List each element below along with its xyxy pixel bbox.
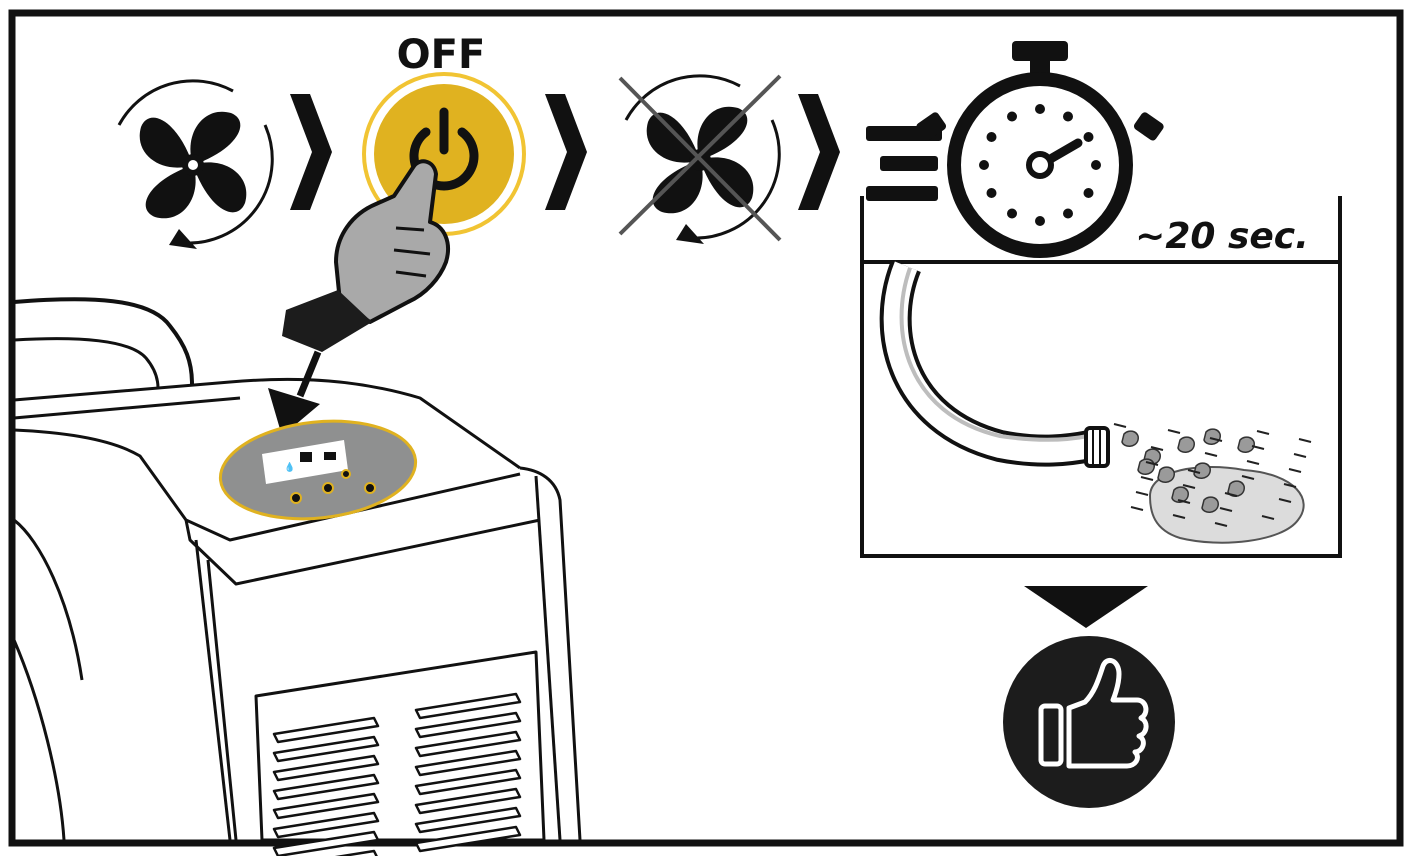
vent-slat — [272, 811, 380, 839]
vent-slat — [272, 754, 380, 782]
vent-slat — [414, 806, 522, 834]
vent-slat — [414, 825, 522, 853]
water-streak — [1209, 437, 1223, 442]
thumbs-up-icon — [1003, 636, 1175, 808]
water-drop — [1157, 466, 1175, 483]
dial-dot — [1007, 111, 1017, 122]
step-arrow-3 — [798, 94, 840, 210]
vent-slat — [414, 749, 522, 777]
water-streak — [1130, 506, 1144, 511]
water-drop — [1237, 436, 1255, 453]
water-spray — [1113, 423, 1312, 527]
rotating-fan-icon — [117, 79, 274, 249]
stopwatch-dial — [979, 104, 1101, 226]
vent-slat — [414, 787, 522, 815]
vent-slat — [414, 711, 522, 739]
water-drop — [1193, 462, 1211, 479]
vent-slat — [272, 830, 380, 856]
water-streak — [1140, 476, 1154, 481]
dial-dot — [979, 160, 989, 170]
dial-dot — [1083, 188, 1094, 198]
vent-slat — [414, 768, 522, 796]
dial-dot — [1083, 132, 1094, 142]
dial-dot — [986, 188, 997, 198]
water-streak — [1219, 507, 1233, 512]
vent-slat — [414, 692, 522, 720]
water-streak — [1224, 492, 1238, 497]
water-streak — [1145, 461, 1159, 466]
water-drop — [1201, 496, 1219, 513]
water-streak — [1256, 430, 1270, 435]
water-streak — [1150, 446, 1164, 451]
water-streak — [1204, 452, 1218, 457]
dial-dot — [1035, 216, 1045, 226]
svg-text:💧: 💧 — [284, 461, 295, 473]
water-streak — [1187, 469, 1201, 474]
water-drop — [1137, 458, 1155, 475]
vent-slat — [272, 792, 380, 820]
vent-slat — [414, 730, 522, 758]
dial-dot — [1063, 111, 1073, 122]
step-arrow-2 — [545, 94, 587, 210]
water-streak — [1172, 514, 1186, 519]
dial-dot — [1063, 208, 1073, 219]
water-streak — [1246, 460, 1260, 465]
water-streak — [1261, 515, 1275, 520]
dial-dot — [1035, 104, 1045, 114]
step-arrow-down — [1024, 586, 1148, 628]
water-streak — [1251, 445, 1265, 450]
water-streak — [1241, 475, 1255, 480]
off-label: OFF — [397, 32, 486, 78]
control-panel: 💧 — [218, 419, 418, 521]
dial-dot — [986, 132, 997, 142]
water-streak — [1113, 423, 1127, 428]
vent-slat — [272, 735, 380, 763]
dehumidifier-unit — [12, 297, 582, 856]
water-streak — [1167, 429, 1181, 434]
water-drop — [1177, 436, 1195, 453]
water-streak — [1177, 499, 1191, 504]
water-streak — [1214, 522, 1228, 527]
duration-label: ~20 sec. — [1135, 216, 1309, 257]
dial-dot — [1091, 160, 1101, 170]
hose-draining-icon — [860, 196, 1342, 558]
water-drop — [1171, 486, 1189, 503]
vent-slat — [272, 716, 380, 744]
water-streak — [1298, 438, 1312, 443]
stopwatch-icon — [916, 41, 1164, 258]
water-streak — [1283, 483, 1297, 488]
water-drop — [1121, 430, 1139, 447]
water-streak — [1293, 453, 1307, 458]
water-streak — [1278, 498, 1292, 503]
air-vent-grille — [272, 692, 522, 856]
dial-dot — [1007, 208, 1017, 219]
water-drop — [1203, 428, 1221, 445]
press-indicator-arrow — [268, 350, 322, 436]
pressing-hand-icon — [282, 159, 450, 352]
water-streak — [1288, 468, 1302, 473]
step-arrow-1 — [290, 94, 332, 210]
water-streak — [1182, 484, 1196, 489]
vent-slat — [334, 849, 378, 856]
vent-slat — [272, 773, 380, 801]
fan-stopped-icon — [618, 74, 782, 244]
water-streak — [1135, 491, 1149, 496]
